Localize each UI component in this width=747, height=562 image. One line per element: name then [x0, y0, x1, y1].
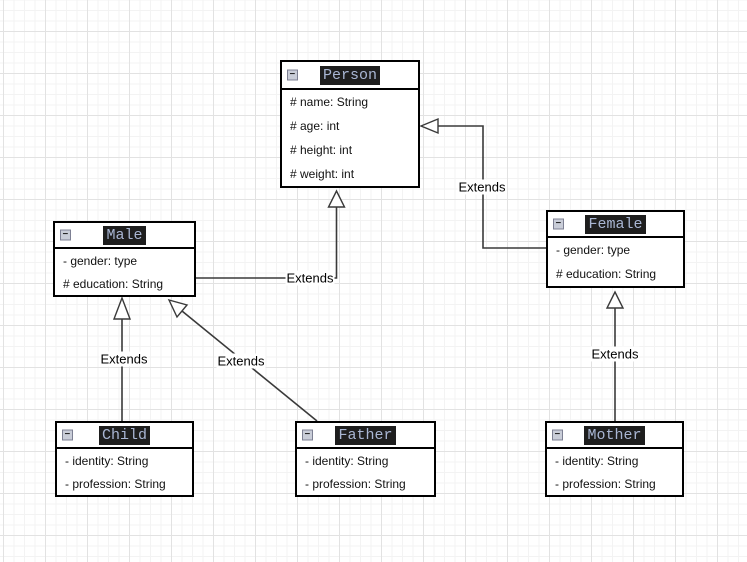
class-title-bar: − Child [57, 423, 192, 449]
class-title-bar: − Person [282, 62, 418, 90]
hollow-triangle-arrowhead-icon [419, 117, 439, 135]
connector-label-extends: Extends [285, 270, 335, 286]
class-box-child[interactable]: − Child - identity: String - profession:… [55, 421, 194, 497]
class-box-male[interactable]: − Male - gender: type # education: Strin… [53, 221, 196, 297]
collapse-minus-icon[interactable]: − [553, 218, 564, 230]
class-name: Child [98, 425, 150, 445]
class-box-female[interactable]: − Female - gender: type # education: Str… [546, 210, 685, 288]
class-title-bar: − Male [55, 223, 194, 249]
attribute-row: - profession: String [65, 476, 166, 491]
attribute-row: # age: int [290, 119, 340, 133]
attribute-row: # height: int [290, 143, 353, 157]
attribute-row: - gender: type [63, 253, 138, 268]
connector-label-extends: Extends [457, 179, 507, 195]
connector-extends-mother-to-female[interactable] [605, 290, 625, 421]
connector-label-extends: Extends [99, 351, 149, 367]
collapse-minus-icon[interactable]: − [302, 429, 313, 441]
attribute-list: - identity: String - profession: String [547, 449, 682, 495]
attribute-row: # education: String [556, 267, 657, 281]
attribute-list: - identity: String - profession: String [297, 449, 434, 495]
attribute-row: - identity: String [65, 453, 149, 468]
attribute-row: - profession: String [555, 476, 656, 491]
class-name: Person [319, 65, 380, 85]
hollow-triangle-arrowhead-icon [605, 290, 625, 309]
class-title-bar: − Mother [547, 423, 682, 449]
attribute-row: - identity: String [555, 453, 639, 468]
collapse-minus-icon[interactable]: − [287, 69, 298, 81]
attribute-list: # name: String # age: int # height: int … [282, 90, 418, 186]
attribute-row: # name: String [290, 95, 369, 109]
class-name: Female [585, 214, 646, 234]
attribute-list: - gender: type # education: String [548, 238, 683, 286]
collapse-minus-icon[interactable]: − [62, 429, 73, 441]
connector-label-extends: Extends [216, 353, 266, 369]
connector-extends-male-to-person[interactable] [196, 189, 346, 279]
class-title-bar: − Female [548, 212, 683, 238]
connector-extends-child-to-male[interactable] [112, 296, 132, 421]
attribute-list: - identity: String - profession: String [57, 449, 192, 495]
class-name: Male [103, 225, 146, 245]
attribute-row: - identity: String [305, 453, 389, 468]
hollow-triangle-arrowhead-icon [112, 296, 132, 320]
attribute-list: - gender: type # education: String [55, 249, 194, 295]
class-name: Father [335, 425, 396, 445]
class-box-mother[interactable]: − Mother - identity: String - profession… [545, 421, 684, 497]
class-box-father[interactable]: − Father - identity: String - profession… [295, 421, 436, 497]
attribute-row: # weight: int [290, 167, 355, 181]
class-box-person[interactable]: − Person # name: String # age: int # hei… [280, 60, 420, 188]
attribute-row: - profession: String [305, 476, 406, 491]
collapse-minus-icon[interactable]: − [60, 229, 71, 241]
attribute-row: - gender: type [556, 243, 631, 257]
class-name: Mother [584, 425, 645, 445]
class-title-bar: − Father [297, 423, 434, 449]
collapse-minus-icon[interactable]: − [552, 429, 563, 441]
hollow-triangle-arrowhead-icon [327, 189, 346, 208]
connector-label-extends: Extends [590, 346, 640, 362]
hollow-triangle-arrowhead-icon [167, 298, 189, 319]
attribute-row: # education: String [63, 276, 164, 291]
